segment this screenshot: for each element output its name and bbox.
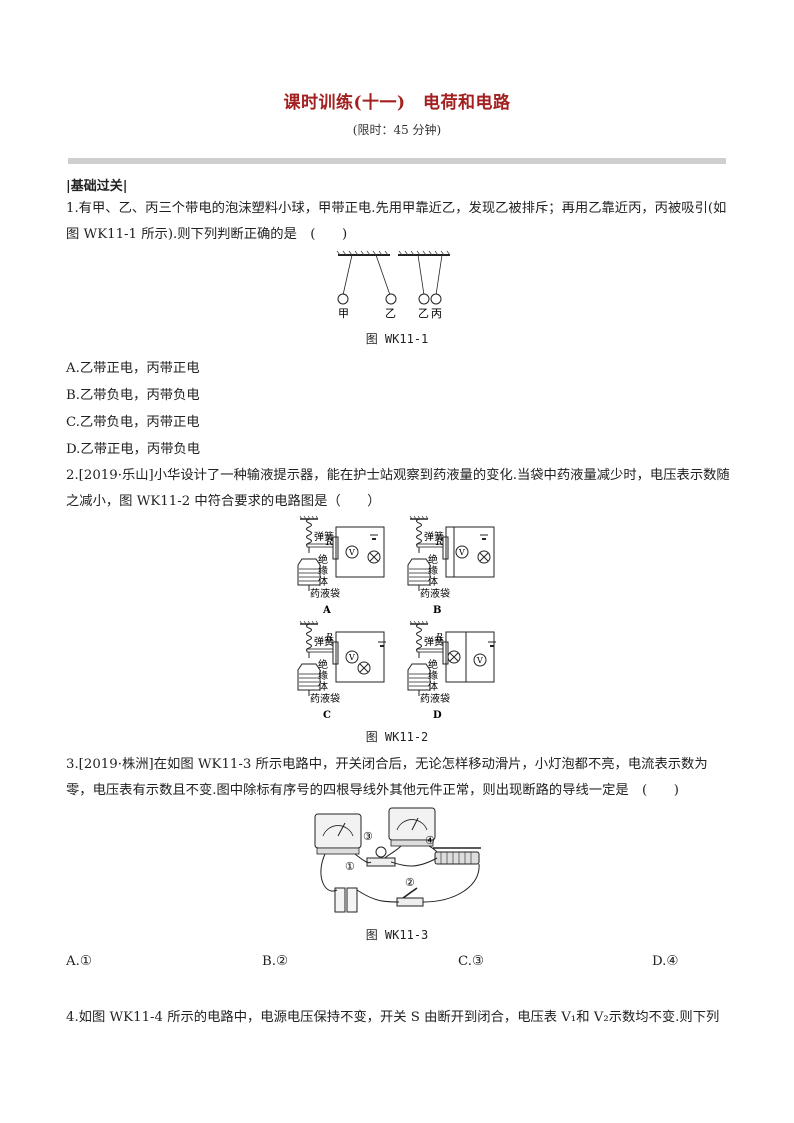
question-1-text: 1.有甲、乙、丙三个带电的泡沫塑料小球，甲带正电.先用甲靠近乙，发现乙被排斥；再… xyxy=(66,201,727,242)
panel-c-insulator-1: 绝 xyxy=(318,658,328,671)
figure-caption-3: 图 WK11-3 xyxy=(365,928,429,942)
q1-option-b: B.乙带负电，丙带负电 xyxy=(66,388,200,403)
q3-option-d: D.④ xyxy=(652,954,679,969)
section-label: |基础过关| xyxy=(66,179,128,194)
panel-d-label: D xyxy=(433,710,442,721)
panel-c-meter-label: V xyxy=(348,653,355,662)
panel-c-insulator-3: 体 xyxy=(318,681,328,693)
ball-label-bing: 丙 xyxy=(431,307,442,320)
panel-c-spring-label: 弹簧 xyxy=(314,635,334,648)
panel-d-meter-label: V xyxy=(476,656,483,665)
panel-a-meter-label: V xyxy=(348,548,355,557)
q3-option-c: C.③ xyxy=(458,954,484,969)
panel-d-insulator-3: 体 xyxy=(428,681,438,693)
q3-option-a: A.① xyxy=(66,954,92,969)
wire-label-1: ① xyxy=(345,860,355,873)
panel-d-spring-label: 弹簧 xyxy=(424,635,444,648)
q1-option-a: A.乙带正电，丙带正电 xyxy=(66,361,200,376)
wire-label-2: ② xyxy=(405,876,415,889)
figure-caption-1: 图 WK11-1 xyxy=(365,332,429,346)
ball-label-yi-2: 乙 xyxy=(418,307,429,320)
time-limit: (限时：45 分钟) xyxy=(352,123,442,137)
question-3-text: 3.[2019·株洲]在如图 WK11-3 所示电路中，开关闭合后，无论怎样移动… xyxy=(66,757,708,798)
panel-a-label: A xyxy=(322,605,331,616)
question-4-text: 4.如图 WK11-4 所示的电路中，电源电压保持不变，开关 S 由断开到闭合，… xyxy=(66,1010,720,1025)
panel-a-insulator-1: 绝 xyxy=(318,553,328,566)
wire-label-4: ④ xyxy=(425,834,435,847)
panel-b-meter-label: V xyxy=(458,548,465,557)
figure-caption-2: 图 WK11-2 xyxy=(365,730,429,744)
panel-c-bag-label: 药液袋 xyxy=(310,692,340,705)
panel-c-insulator-2: 缘 xyxy=(318,669,328,682)
page-title: 课时训练(十一) 电荷和电路 xyxy=(283,93,511,113)
panel-b-resistor-label: R xyxy=(435,538,443,548)
panel-c-label: C xyxy=(323,710,331,721)
panel-b-spring-label: 弹簧 xyxy=(424,530,444,543)
q1-option-c: C.乙带负电，丙带正电 xyxy=(66,415,200,430)
panel-b-insulator-3: 体 xyxy=(428,576,438,588)
panel-c-resistor-label: R xyxy=(325,633,333,643)
panel-a-resistor-label: R xyxy=(325,538,333,548)
figure-wk11-1: 甲 乙 乙 丙 xyxy=(336,250,451,320)
figure-wk11-3: ① ② ③ ④ xyxy=(314,807,481,913)
panel-d-insulator-2: 缘 xyxy=(428,669,438,682)
panel-a-bag-label: 药液袋 xyxy=(310,587,340,600)
q1-option-d: D.乙带正电，丙带负电 xyxy=(66,442,201,457)
q3-option-b: B.② xyxy=(262,954,288,969)
divider-bar xyxy=(68,158,726,164)
ball-label-jia: 甲 xyxy=(338,307,349,320)
panel-b-insulator-2: 缘 xyxy=(428,564,438,577)
wire-label-3: ③ xyxy=(363,830,373,843)
panel-a-insulator-2: 缘 xyxy=(318,564,328,577)
panel-a-insulator-3: 体 xyxy=(318,576,328,588)
panel-b-insulator-1: 绝 xyxy=(428,553,438,566)
figure-wk11-2: 弹簧 绝 缘 体 药液袋 R V A 弹簧 绝 缘 体 药液袋 R V B 弹簧 xyxy=(297,515,496,721)
panel-b-label: B xyxy=(433,605,441,616)
question-2-text: 2.[2019·乐山]小华设计了一种输液提示器，能在护士站观察到药液量的变化.当… xyxy=(66,468,730,509)
panel-d-bag-label: 药液袋 xyxy=(420,692,450,705)
panel-b-bag-label: 药液袋 xyxy=(420,587,450,600)
panel-a-spring-label: 弹簧 xyxy=(314,530,334,543)
ball-label-yi: 乙 xyxy=(385,307,396,320)
panel-d-resistor-label: R xyxy=(435,633,443,643)
panel-d-insulator-1: 绝 xyxy=(428,658,438,671)
